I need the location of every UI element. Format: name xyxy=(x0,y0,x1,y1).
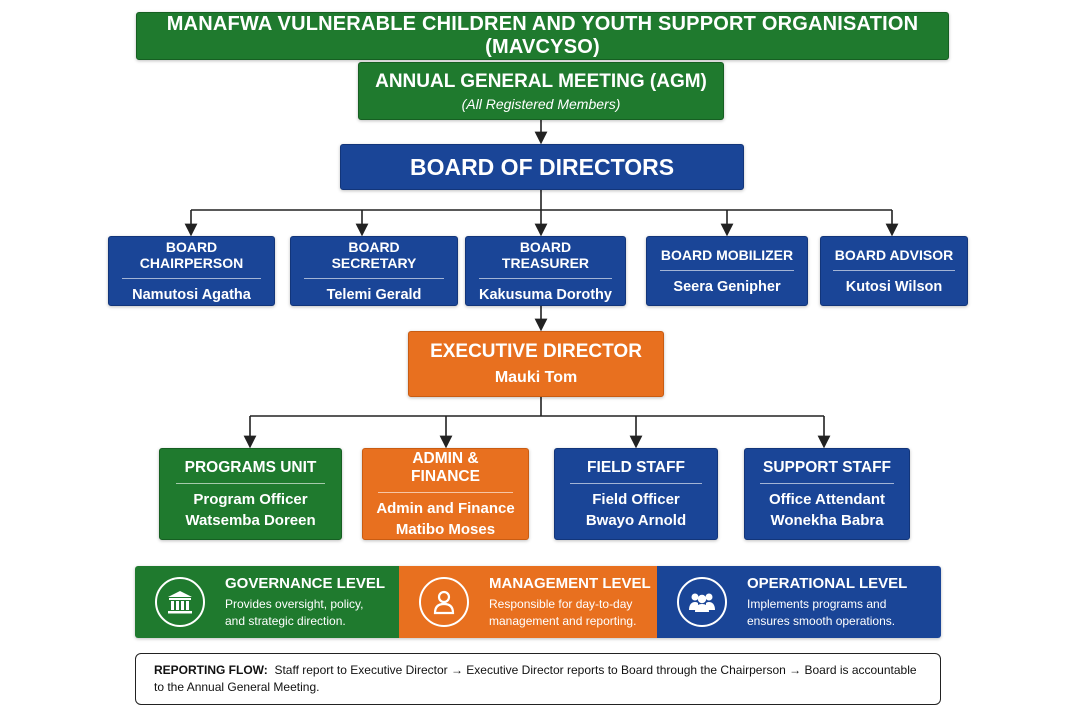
agm-subtitle: (All Registered Members) xyxy=(461,95,621,112)
unit-person: Wonekha Babra xyxy=(770,512,884,529)
unit-position: Field Officer xyxy=(592,491,680,508)
unit-person: Watsemba Doreen xyxy=(185,512,316,529)
unit-person: Bwayo Arnold xyxy=(585,512,687,529)
board-member-role: BOARD TREASURER xyxy=(478,239,613,279)
agm-title: ANNUAL GENERAL MEETING (AGM) xyxy=(375,70,707,92)
board-member-name: Kakusuma Dorothy xyxy=(479,287,612,303)
unit-field-staff: FIELD STAFF Field Officer Bwayo Arnold xyxy=(554,448,718,540)
level-title: GOVERNANCE LEVEL xyxy=(225,575,386,593)
board-member-name: Telemi Gerald xyxy=(326,287,422,303)
executive-director-name: Mauki Tom xyxy=(494,369,578,386)
board-member-role: BOARD CHAIRPERSON xyxy=(122,239,261,279)
board-of-directors-box: BOARD OF DIRECTORS xyxy=(340,144,744,190)
person-icon xyxy=(419,577,469,627)
level-governance: GOVERNANCE LEVEL Provides oversight, pol… xyxy=(135,566,399,638)
board-member-advisor: BOARD ADVISOR Kutosi Wilson xyxy=(820,236,968,306)
board-member-name: Namutosi Agatha xyxy=(132,287,251,303)
board-member-chairperson: BOARD CHAIRPERSON Namutosi Agatha xyxy=(108,236,275,306)
unit-support-staff: SUPPORT STAFF Office Attendant Wonekha B… xyxy=(744,448,910,540)
reporting-flow-label: REPORTING FLOW: xyxy=(154,663,268,677)
level-operational: OPERATIONAL LEVEL Implements programs an… xyxy=(657,566,941,638)
board-member-secretary: BOARD SECRETARY Telemi Gerald xyxy=(290,236,458,306)
organisation-title: MANAFWA VULNERABLE CHILDREN AND YOUTH SU… xyxy=(136,12,949,60)
executive-director-title: EXECUTIVE DIRECTOR xyxy=(430,341,642,362)
levels-legend: GOVERNANCE LEVEL Provides oversight, pol… xyxy=(135,566,941,638)
unit-position: Program Officer xyxy=(193,491,308,508)
unit-person: Matibo Moses xyxy=(395,521,496,538)
unit-title: ADMIN & FINANCE xyxy=(377,450,514,493)
unit-admin-finance: ADMIN & FINANCE Admin and Finance Matibo… xyxy=(362,448,529,540)
organisation-title-text: MANAFWA VULNERABLE CHILDREN AND YOUTH SU… xyxy=(166,13,919,58)
institution-icon xyxy=(155,577,205,627)
unit-programs: PROGRAMS UNIT Program Officer Watsemba D… xyxy=(159,448,342,540)
board-member-role: BOARD SECRETARY xyxy=(304,239,444,279)
unit-position: Admin and Finance xyxy=(376,500,515,517)
agm-box: ANNUAL GENERAL MEETING (AGM) (All Regist… xyxy=(358,62,724,120)
board-member-role: BOARD MOBILIZER xyxy=(659,247,795,271)
reporting-flow-text-continued: to the Annual General Meeting. xyxy=(154,680,320,695)
board-member-mobilizer: BOARD MOBILIZER Seera Genipher xyxy=(646,236,808,306)
unit-title: SUPPORT STAFF xyxy=(759,459,895,484)
level-title: MANAGEMENT LEVEL xyxy=(489,575,651,593)
level-description-line: management and reporting. xyxy=(489,613,637,628)
team-icon xyxy=(677,577,727,627)
level-description-line: and strategic direction. xyxy=(225,613,346,628)
level-description-line: Implements programs and xyxy=(747,597,887,612)
unit-title: FIELD STAFF xyxy=(569,459,703,484)
board-member-name: Kutosi Wilson xyxy=(845,279,943,295)
board-member-role: BOARD ADVISOR xyxy=(832,247,956,271)
level-title: OPERATIONAL LEVEL xyxy=(747,575,908,593)
unit-title: PROGRAMS UNIT xyxy=(176,459,325,484)
level-management: MANAGEMENT LEVEL Responsible for day-to-… xyxy=(399,566,657,638)
board-title: BOARD OF DIRECTORS xyxy=(409,153,675,180)
board-member-treasurer: BOARD TREASURER Kakusuma Dorothy xyxy=(465,236,626,306)
unit-position: Office Attendant xyxy=(768,491,886,508)
level-description-line: Provides oversight, policy, xyxy=(225,597,364,612)
board-member-name: Seera Genipher xyxy=(673,279,781,295)
reporting-flow-note: REPORTING FLOW: Staff report to Executiv… xyxy=(135,653,941,705)
level-description-line: ensures smooth operations. xyxy=(747,613,896,628)
reporting-flow-text: Staff report to Executive Director → Exe… xyxy=(274,663,917,677)
level-description-line: Responsible for day-to-day xyxy=(489,597,633,612)
executive-director-box: EXECUTIVE DIRECTOR Mauki Tom xyxy=(408,331,664,397)
